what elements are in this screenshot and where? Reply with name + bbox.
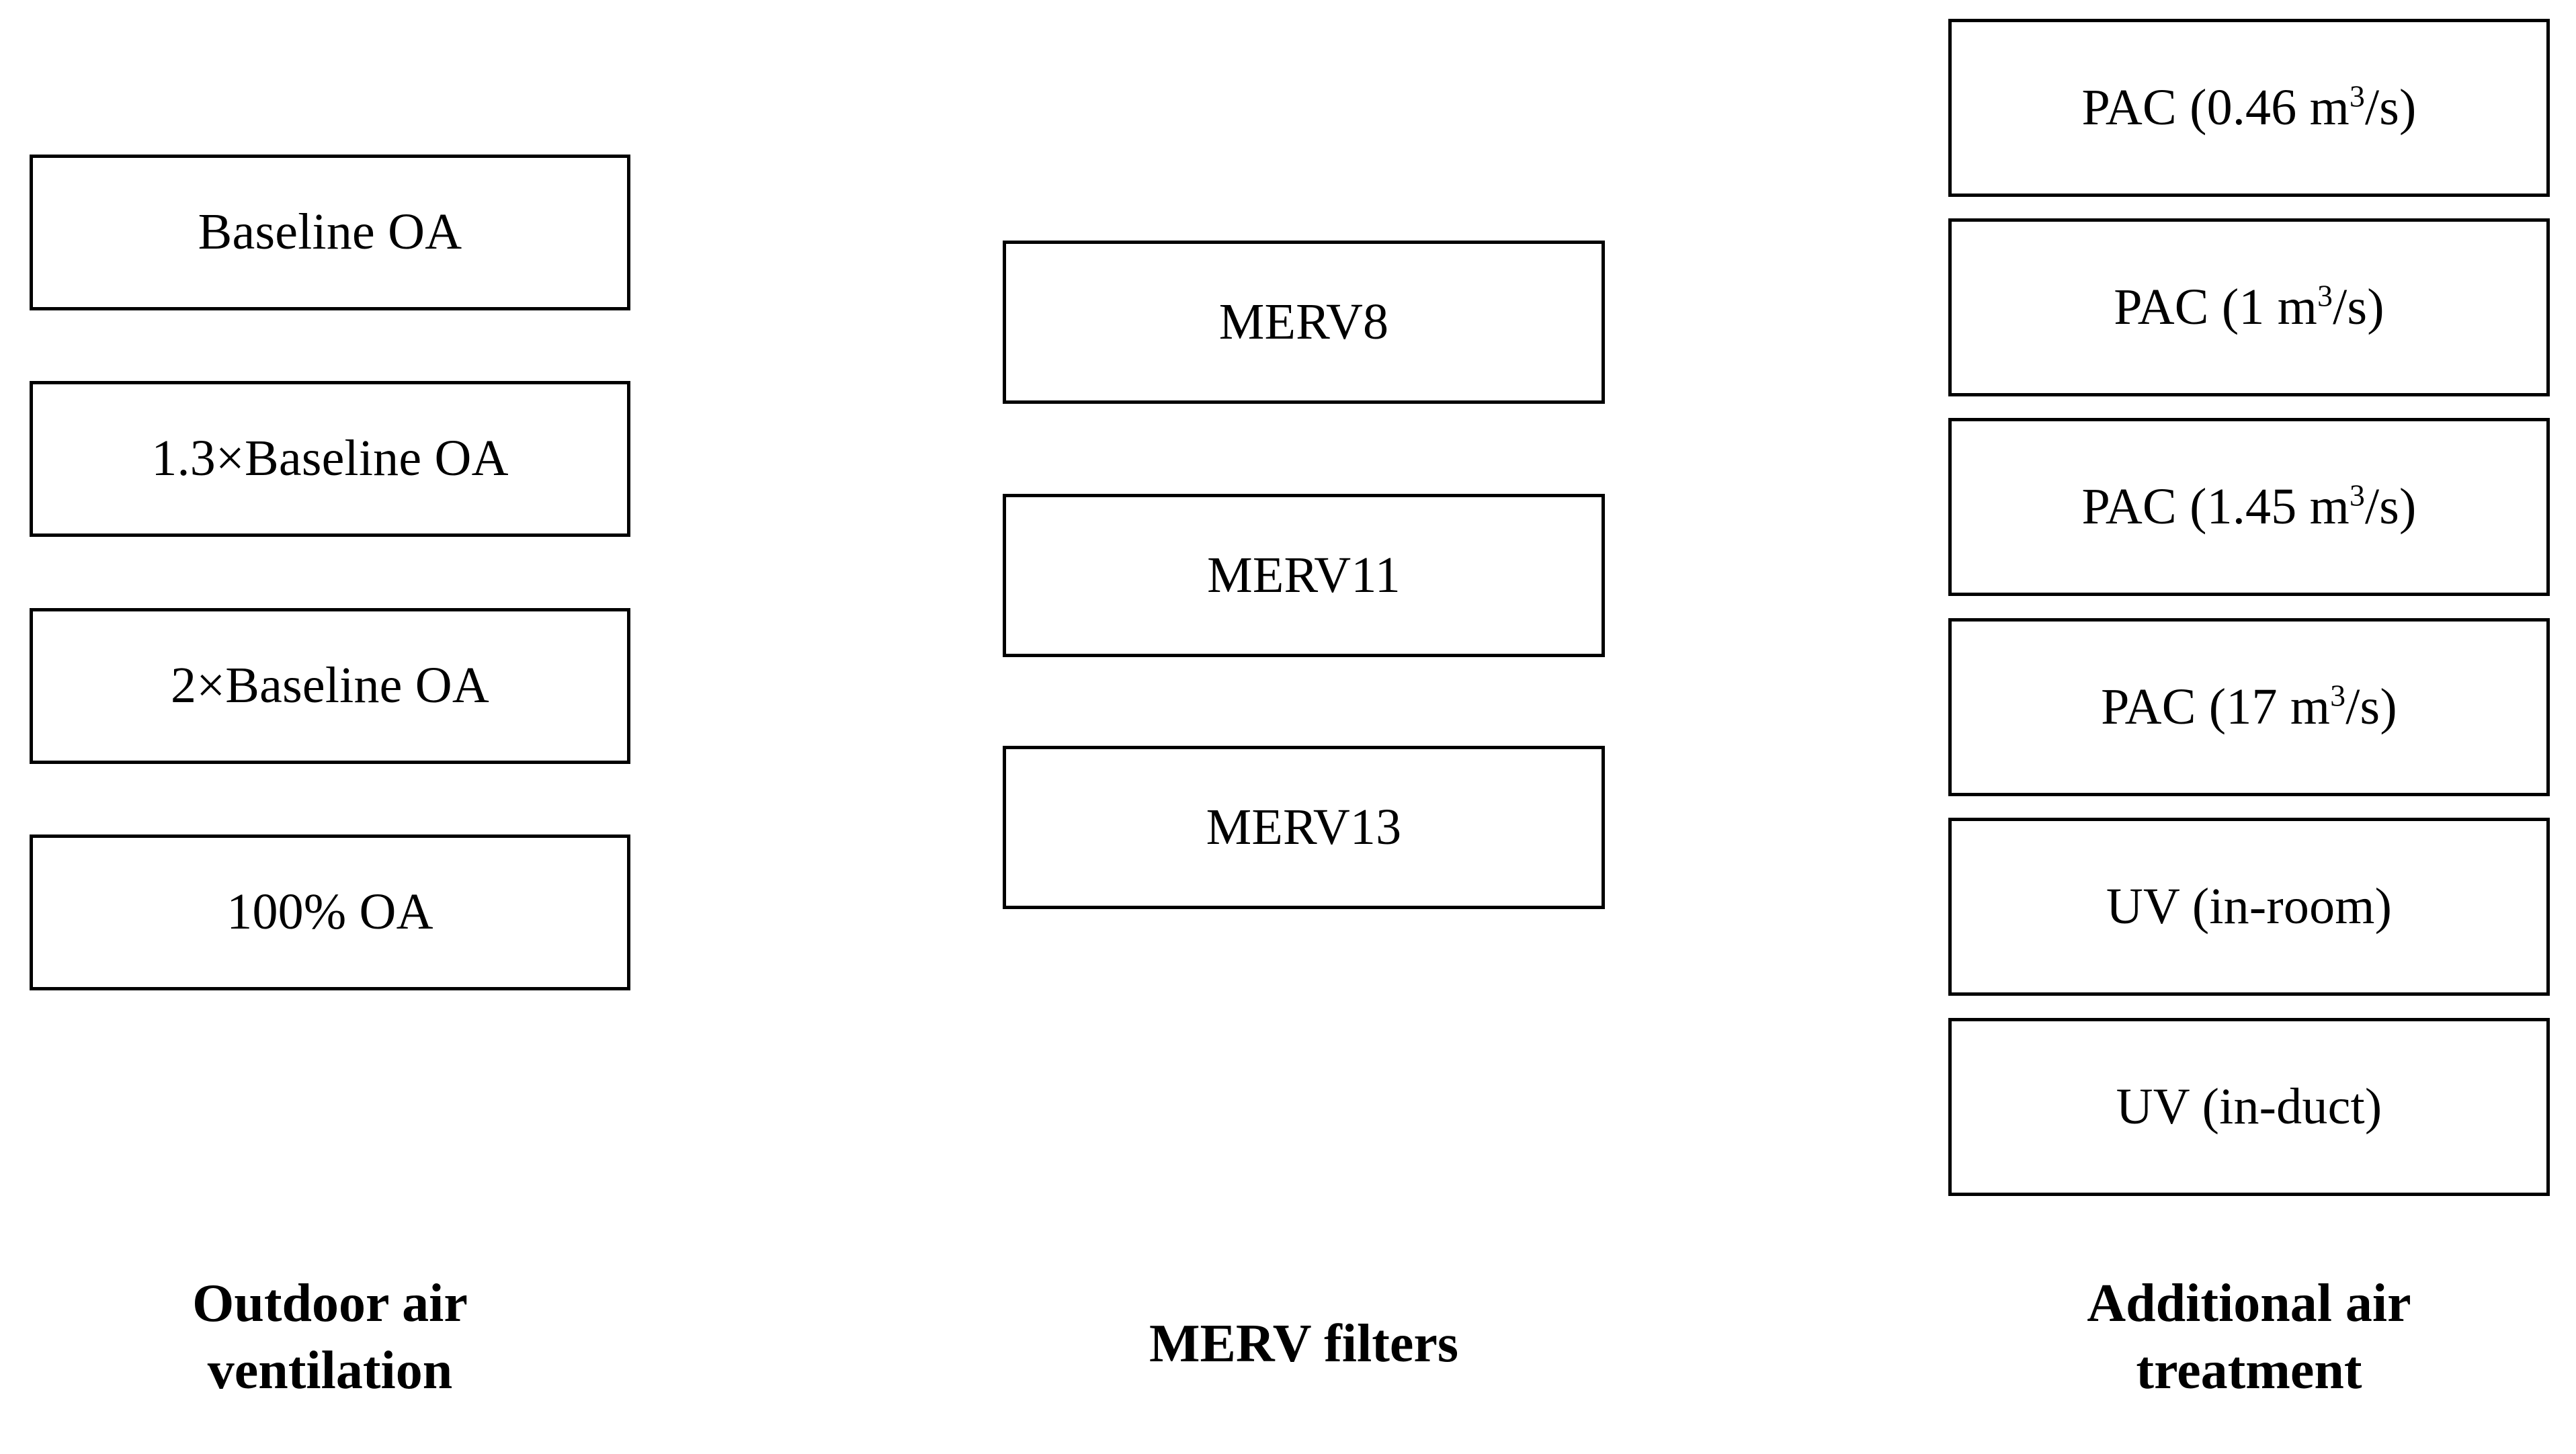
box-label-prefix: PAC (0.46 m [2081,79,2350,136]
box-label: PAC (17 m3/s) [2101,678,2397,735]
box-label-suffix: /s) [2364,79,2417,136]
column-merv-filters: MERV8 MERV11 MERV13 MERV filters [1003,0,1605,1454]
box-label: UV (in-duct) [2116,1078,2382,1135]
superscript-exponent: 3 [2349,478,2365,513]
box-label: 1.3×Baseline OA [151,430,509,487]
column-heading-outdoor-air-ventilation: Outdoor air ventilation [192,1274,468,1400]
box-merv11[interactable]: MERV11 [1003,494,1605,657]
column-outdoor-air-ventilation: Baseline OA 1.3×Baseline OA 2×Baseline O… [30,0,630,1454]
box-merv13[interactable]: MERV13 [1003,746,1605,909]
box-pac-17[interactable]: PAC (17 m3/s) [1948,618,2550,796]
column-additional-air-treatment: PAC (0.46 m3/s) PAC (1 m3/s) PAC (1.45 m… [1948,0,2550,1454]
box-label-suffix: /s) [2364,478,2417,535]
box-label: UV (in-room) [2106,878,2393,935]
box-label-suffix: /s) [2345,678,2397,735]
box-label: MERV11 [1207,546,1401,603]
superscript-exponent: 3 [2330,678,2346,713]
box-pac-1-45[interactable]: PAC (1.45 m3/s) [1948,418,2550,596]
box-uv-in-room[interactable]: UV (in-room) [1948,818,2550,996]
box-merv8[interactable]: MERV8 [1003,241,1605,404]
box-100-percent-oa[interactable]: 100% OA [30,835,630,990]
box-label: Baseline OA [198,204,462,261]
box-uv-in-duct[interactable]: UV (in-duct) [1948,1018,2550,1196]
box-label-prefix: PAC (17 m [2101,678,2331,735]
box-pac-0-46[interactable]: PAC (0.46 m3/s) [1948,19,2550,197]
box-label-suffix: /s) [2333,278,2384,335]
superscript-exponent: 3 [2349,79,2365,114]
superscript-exponent: 3 [2317,278,2333,313]
column-heading-merv-filters: MERV filters [1149,1314,1459,1373]
box-label: 100% OA [226,884,433,941]
column-heading-additional-air-treatment: Additional air treatment [2087,1274,2411,1400]
box-1-3x-baseline-oa[interactable]: 1.3×Baseline OA [30,381,630,537]
box-label: MERV8 [1218,293,1389,350]
box-pac-1[interactable]: PAC (1 m3/s) [1948,218,2550,396]
box-label: PAC (0.46 m3/s) [2081,81,2416,135]
box-label-prefix: PAC (1 m [2114,278,2318,335]
box-label: 2×Baseline OA [171,657,489,714]
box-label-prefix: PAC (1.45 m [2081,478,2350,535]
box-baseline-oa[interactable]: Baseline OA [30,155,630,310]
box-2x-baseline-oa[interactable]: 2×Baseline OA [30,608,630,764]
box-label: MERV13 [1206,798,1402,855]
box-label: PAC (1.45 m3/s) [2081,480,2416,534]
box-label: PAC (1 m3/s) [2114,278,2384,335]
